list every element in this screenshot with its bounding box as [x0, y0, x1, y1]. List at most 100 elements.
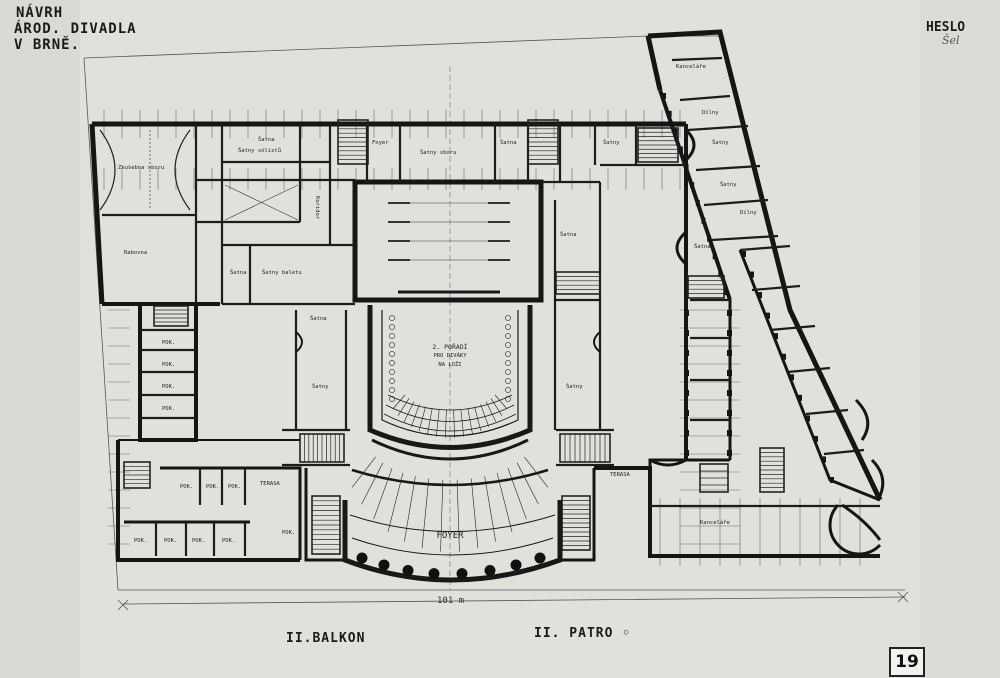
wall-pier [727, 310, 732, 316]
wall-pier [695, 199, 700, 206]
seat-row [435, 409, 440, 437]
room-label: Šatna [258, 137, 275, 143]
terrace-left-label: TERASA [260, 481, 280, 487]
box-seat [505, 315, 511, 321]
balcony-rib [507, 468, 527, 520]
wall-pier [684, 370, 689, 376]
wall-pier [806, 415, 810, 422]
wall-pier [727, 410, 732, 416]
wall-pier [724, 289, 728, 295]
wall-pier [782, 353, 786, 360]
wall-pier [684, 330, 689, 336]
wall-pier [822, 456, 826, 463]
balcony-rib [456, 479, 460, 552]
wall-pier [684, 430, 689, 436]
box-seat [505, 396, 511, 402]
wall-pier [707, 235, 712, 242]
auditorium-seats [351, 315, 549, 552]
box-seat [389, 378, 395, 384]
foyer-column [456, 568, 468, 580]
room-label: Rabovna [124, 250, 148, 256]
seat-row [403, 401, 415, 422]
wall-pier [758, 292, 762, 299]
seat-row [494, 394, 508, 410]
box-seat [389, 351, 395, 357]
wall-pier [662, 93, 666, 99]
balcony-rib [361, 462, 384, 505]
seat-row [490, 398, 503, 416]
balcony-rib [421, 478, 430, 549]
box-seat [389, 387, 395, 393]
foyer-column [484, 565, 496, 577]
room-label: POK. [134, 538, 148, 544]
corridor-label: Koridor [314, 196, 320, 220]
room-label: Dílny [702, 110, 719, 116]
wall-pier [727, 350, 732, 356]
room-label: Foyer [372, 140, 389, 146]
foyer-columns [356, 552, 546, 580]
wall-pier [727, 450, 732, 456]
auditorium [342, 290, 563, 583]
columns [662, 93, 834, 483]
seat-row [474, 406, 482, 432]
box-seat [505, 369, 511, 375]
wall-pier [678, 146, 683, 153]
seat-row [467, 408, 473, 435]
room-label: Šatny sólistů [238, 148, 282, 154]
room-label: Zkušebna sboru [118, 165, 165, 171]
foyer-label: FOYER [436, 531, 464, 541]
room-label: POK. [162, 362, 176, 368]
seats-note: PRO DIVÁKY [433, 353, 467, 359]
seat-row [418, 406, 426, 432]
box-seat [505, 342, 511, 348]
title-line-2: ÁROD. DIVADLA [14, 21, 137, 37]
room-label: POK. [162, 384, 176, 390]
balcony-rib [387, 472, 404, 532]
wall-pier [684, 350, 689, 356]
wall-pier [718, 271, 723, 278]
site-boundary [83, 35, 909, 611]
box-seat [505, 387, 511, 393]
dimension-label: 101 m [437, 596, 465, 606]
terrace-right-label: TERASA [610, 472, 630, 478]
wall-pier [684, 450, 689, 456]
box-seat [389, 369, 395, 375]
foyer-column [356, 552, 368, 564]
balcony-rib [516, 462, 539, 505]
room-label: POK. [164, 538, 178, 544]
wall-pier [690, 182, 695, 189]
seat-row [410, 404, 420, 428]
box-seat [389, 342, 395, 348]
motto-mark: Šel [942, 34, 960, 47]
foyer-column [378, 559, 390, 571]
wall-pier [774, 333, 778, 340]
caption-balcony: II.BALKON [286, 631, 366, 646]
box-seat [389, 360, 395, 366]
room-label: POK. [162, 340, 176, 346]
box-seat [505, 360, 511, 366]
bay-windows [295, 128, 885, 556]
room-label: Kanceláře [676, 64, 706, 70]
seat-row [480, 404, 490, 428]
caption-floor: II. PATRO ◦ [534, 626, 632, 641]
box-seat [389, 333, 395, 339]
wall-pier [742, 251, 746, 257]
box-seat [505, 351, 511, 357]
wall-pier [830, 477, 834, 483]
seat-row [453, 409, 455, 438]
sheet-number: 19 [889, 647, 925, 677]
inner-walls [102, 56, 880, 556]
balcony-rib [373, 468, 393, 520]
room-label: Šatna [310, 316, 327, 322]
box-seat [505, 333, 511, 339]
room-label: Šatna [230, 270, 247, 276]
title-line-1: NÁVRH [16, 5, 64, 21]
box-seat [389, 324, 395, 330]
room-label: POK. [222, 538, 236, 544]
balcony-rib [351, 456, 376, 488]
stair [153, 305, 189, 327]
room-label: POK. [180, 484, 194, 490]
motto-label: HESLO [926, 20, 966, 35]
room-label: Šatny [566, 384, 583, 390]
wall-pier [766, 312, 770, 319]
